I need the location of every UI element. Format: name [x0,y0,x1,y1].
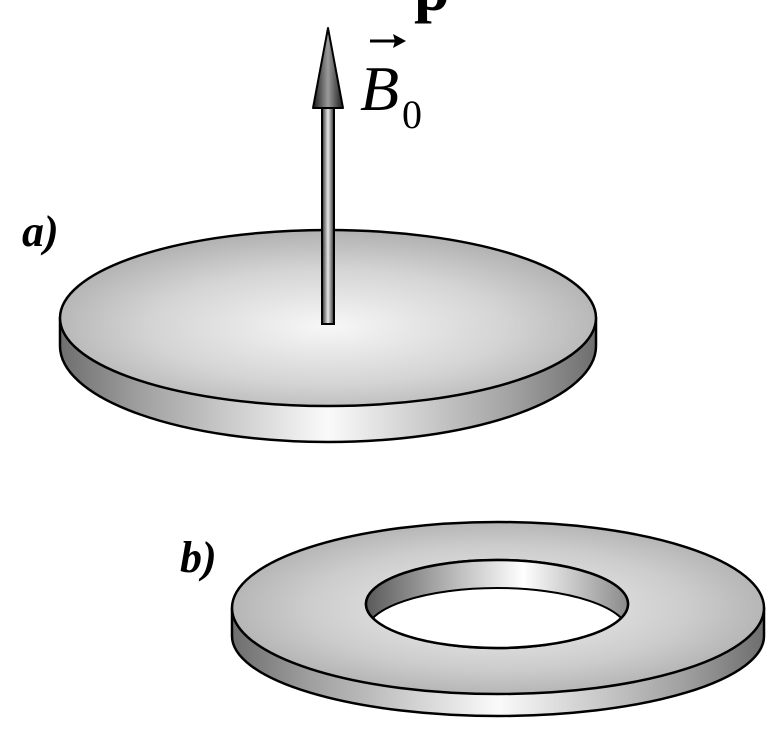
ring-b-hole-rim [364,558,630,650]
part-a-label: a) [22,207,59,256]
ring-b-hole-opening [366,587,628,648]
field-label-symbol: B [360,53,399,124]
title-fragment: p [414,0,450,24]
ring-b [230,520,766,718]
field-label-subscript: 0 [402,92,422,137]
field-arrow-head [312,27,344,109]
field-arrow-b0 [312,27,344,325]
field-arrow-shaft [321,101,335,325]
vector-arrow-icon [370,34,406,48]
part-b-label: b) [180,533,217,582]
field-label-b0: B 0 [360,34,422,137]
